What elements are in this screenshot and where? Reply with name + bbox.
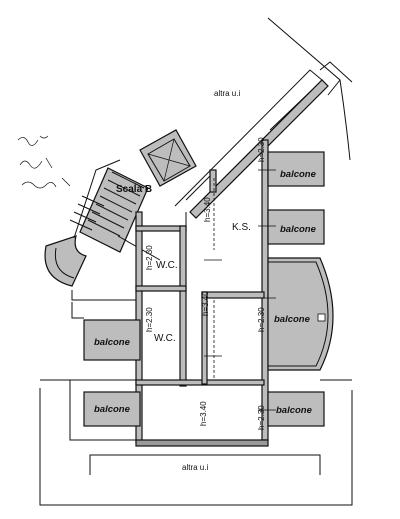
label-height-1: h=2.30 — [257, 137, 266, 162]
label-balcone-3: balcone — [274, 314, 311, 325]
label-balcone-1: balcone — [280, 169, 317, 180]
label-height-5: h=3.40 — [201, 291, 210, 316]
label-height-4: h=2.30 — [145, 307, 154, 332]
label-balcone-5: balcone — [94, 404, 131, 415]
label-ks: K.S. — [232, 222, 251, 233]
label-height-3: h=2.30 — [145, 245, 154, 270]
walls — [135, 139, 269, 447]
stairwell-scala-b — [44, 129, 197, 301]
right-balconies — [258, 151, 334, 427]
label-balcone-6: balcone — [276, 405, 313, 416]
handwritten-notes — [17, 135, 71, 189]
label-wc-2: W.C. — [154, 333, 176, 344]
label-balcone-4: balcone — [94, 337, 131, 348]
label-height-2: h=3.40 — [203, 197, 212, 222]
label-altra-ui-bottom: altra u.i — [182, 463, 208, 472]
column-marker — [317, 313, 326, 322]
label-scala-b: Scala B — [116, 184, 152, 195]
label-height-8: h=2.30 — [257, 405, 266, 430]
bottom-neighbor-unit — [39, 379, 353, 506]
label-wc-1: W.C. — [156, 260, 178, 271]
north-east-wall — [174, 17, 353, 219]
label-balcone-2: balcone — [280, 224, 317, 235]
label-height-7: h=3.40 — [199, 401, 208, 426]
left-balconies — [69, 302, 141, 441]
label-altra-ui-top: altra u.i — [214, 89, 240, 98]
label-height-6: h=2.30 — [257, 307, 266, 332]
